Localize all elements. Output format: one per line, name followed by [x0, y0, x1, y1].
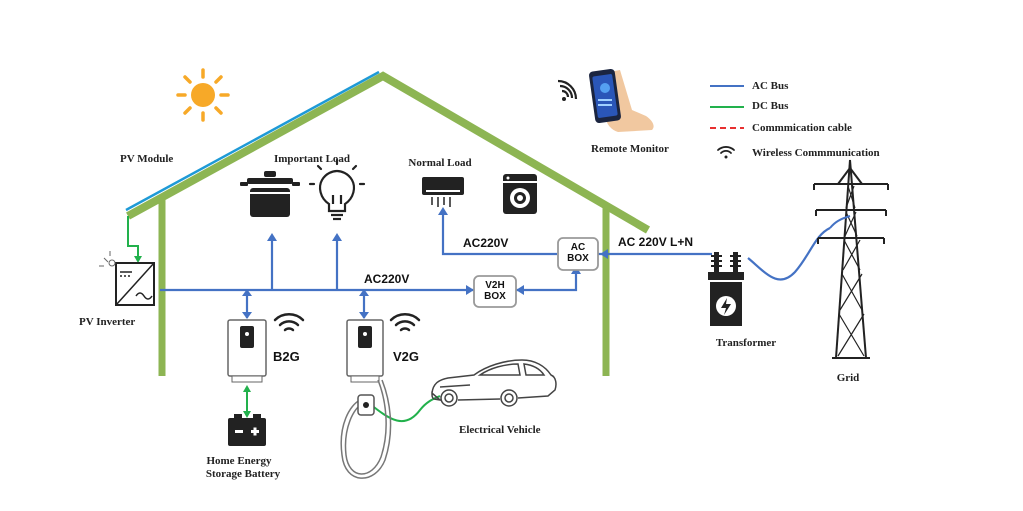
pv-inverter-icon	[99, 251, 155, 306]
dc-arrow-inverter	[134, 256, 142, 263]
light-bulb-icon	[308, 158, 366, 221]
battery-label-line2: Storage Battery	[205, 468, 281, 480]
legend	[710, 85, 744, 159]
remote-wifi-icon	[557, 79, 578, 101]
b2g-wifi-icon	[273, 313, 305, 332]
air-conditioner-icon	[422, 177, 464, 207]
b2g-label: B2G	[273, 349, 300, 364]
dc-arrow-battery-down	[243, 411, 251, 418]
ac-box-line2: BOX	[567, 253, 589, 264]
v2h-box	[473, 275, 517, 308]
b2g-charger-icon	[227, 319, 267, 383]
sun-icon	[176, 68, 230, 122]
legend-dc-bus-label: DC Bus	[752, 100, 789, 112]
pv-module-panel	[125, 70, 380, 212]
grid-label: Grid	[836, 372, 860, 384]
transformer-icon	[708, 252, 744, 326]
v2h-box-line2: BOX	[484, 291, 506, 302]
electric-car-icon	[431, 359, 557, 407]
v2g-charger-icon	[340, 319, 392, 479]
remote-monitor-phone-icon	[589, 68, 654, 132]
battery-label-line1: Home Energy	[206, 455, 272, 467]
cooking-pot-icon	[240, 171, 300, 217]
important-load-label: Important Load	[273, 153, 351, 165]
pv-inverter-label: PV Inverter	[79, 316, 136, 328]
ac220v-load-label: AC220V	[463, 236, 509, 250]
ac220v-main-label: AC220V	[364, 272, 410, 286]
legend-wifi-icon	[717, 146, 735, 159]
legend-ac-bus-label: AC Bus	[752, 80, 789, 92]
v2h-box-line1: V2H	[485, 280, 505, 291]
v2g-wifi-icon	[389, 313, 421, 332]
legend-comm-cable-label: Commmication cable	[752, 122, 852, 134]
v2h-box-label: V2H BOX	[474, 280, 516, 302]
legend-wireless-label: Wireless Commmunication	[752, 147, 880, 159]
ac-bus-arrows	[242, 207, 608, 319]
dc-arrow-battery-up	[243, 385, 251, 392]
v2g-label: V2G	[393, 349, 420, 364]
electrical-vehicle-label: Electrical Vehicle	[459, 424, 541, 436]
remote-monitor-label: Remote Monitor	[591, 143, 669, 155]
ac-box	[557, 237, 599, 271]
ac-box-line1: AC	[570, 242, 586, 253]
pv-module-label: PV Module	[120, 153, 174, 165]
battery-icon	[228, 414, 266, 446]
transmission-tower-icon	[813, 159, 889, 359]
transformer-label: Transformer	[715, 337, 777, 349]
normal-load-label: Normal Load	[408, 157, 472, 169]
ac-box-label: AC BOX	[558, 242, 598, 264]
grid-input-label: AC 220V L+N	[618, 235, 694, 249]
washing-machine-icon	[503, 174, 537, 214]
grid-cable	[829, 215, 851, 229]
house-outline	[126, 71, 651, 376]
